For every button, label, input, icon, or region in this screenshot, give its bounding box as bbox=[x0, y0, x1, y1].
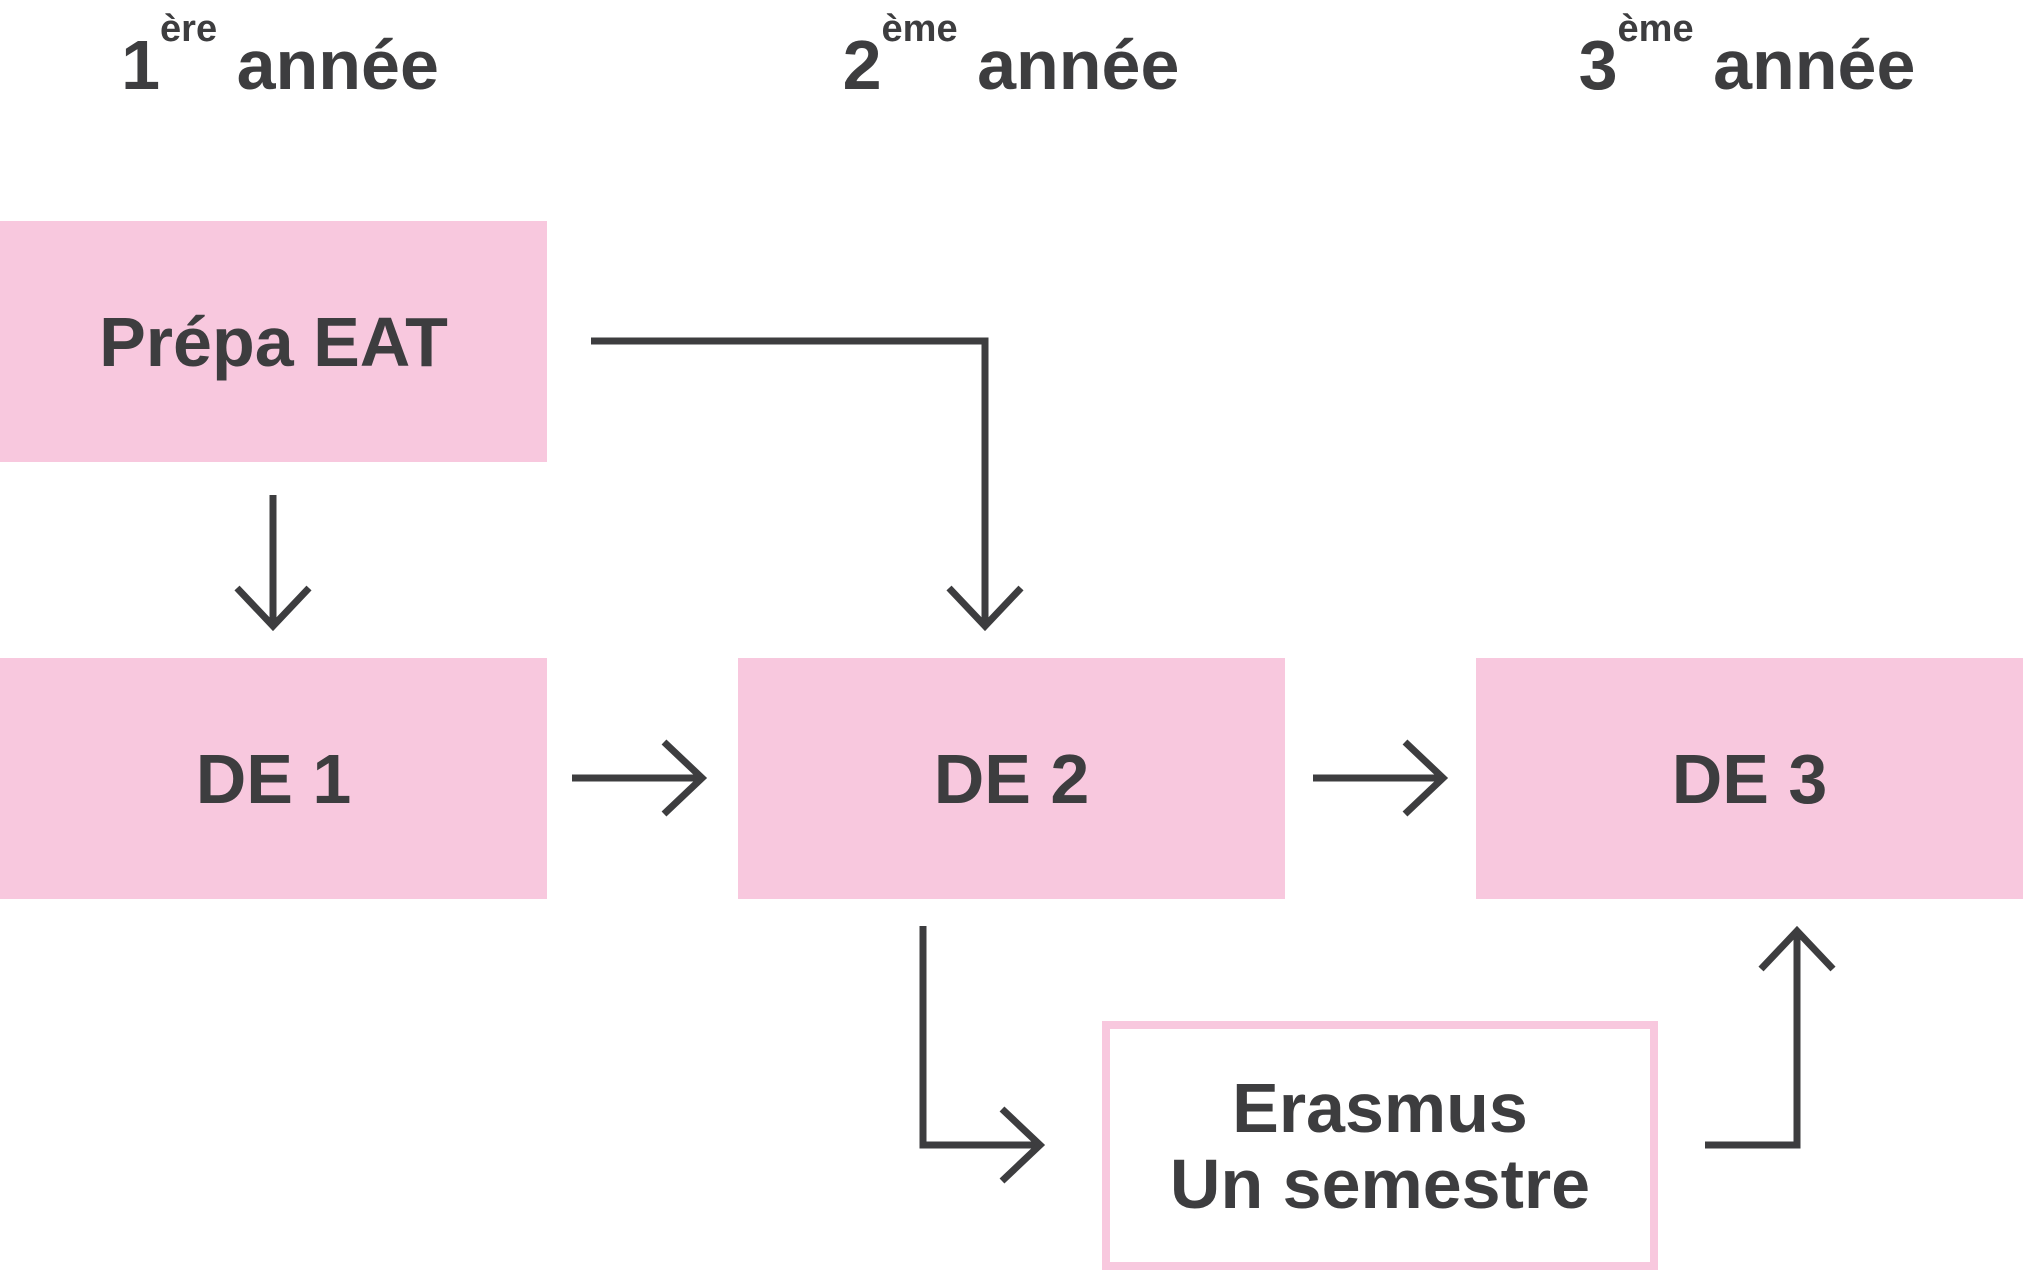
year-1-header: 1ère année bbox=[0, 10, 560, 110]
prepa-eat-label: Prépa EAT bbox=[99, 302, 448, 381]
de2-label: DE 2 bbox=[933, 739, 1090, 818]
year-3-header: 3ème année bbox=[1467, 10, 2023, 110]
de1-box: DE 1 bbox=[0, 658, 547, 899]
arrow-erasmus-to-de3 bbox=[1705, 925, 1836, 1149]
arrow-de2-to-erasmus bbox=[919, 926, 1046, 1184]
year-1-word: année bbox=[236, 26, 439, 104]
prepa-eat-box: Prépa EAT bbox=[0, 221, 547, 462]
erasmus-box: Erasmus Un semestre bbox=[1102, 1021, 1658, 1270]
year-3-suffix: ème bbox=[1617, 8, 1694, 50]
arrow-de1-to-de2 bbox=[572, 739, 708, 817]
de1-label: DE 1 bbox=[195, 739, 352, 818]
year-2-header: 2ème année bbox=[731, 10, 1291, 110]
erasmus-label-line2: Un semestre bbox=[1169, 1144, 1591, 1223]
arrow-prepa-to-de1 bbox=[234, 495, 312, 632]
de3-box: DE 3 bbox=[1476, 658, 2023, 899]
year-3-word: année bbox=[1713, 26, 1916, 104]
year-2-number: 2 bbox=[842, 26, 882, 104]
arrow-de2-to-de3 bbox=[1313, 739, 1449, 817]
year-3-number: 3 bbox=[1578, 26, 1618, 104]
year-1-number: 1 bbox=[121, 26, 161, 104]
de3-label: DE 3 bbox=[1671, 739, 1828, 818]
arrow-prepa-to-de2 bbox=[591, 337, 1024, 632]
erasmus-label-line1: Erasmus bbox=[1232, 1068, 1528, 1147]
year-2-suffix: ème bbox=[881, 8, 958, 50]
de2-box: DE 2 bbox=[738, 658, 1285, 899]
year-2-word: année bbox=[977, 26, 1180, 104]
year-1-suffix: ère bbox=[160, 8, 218, 50]
